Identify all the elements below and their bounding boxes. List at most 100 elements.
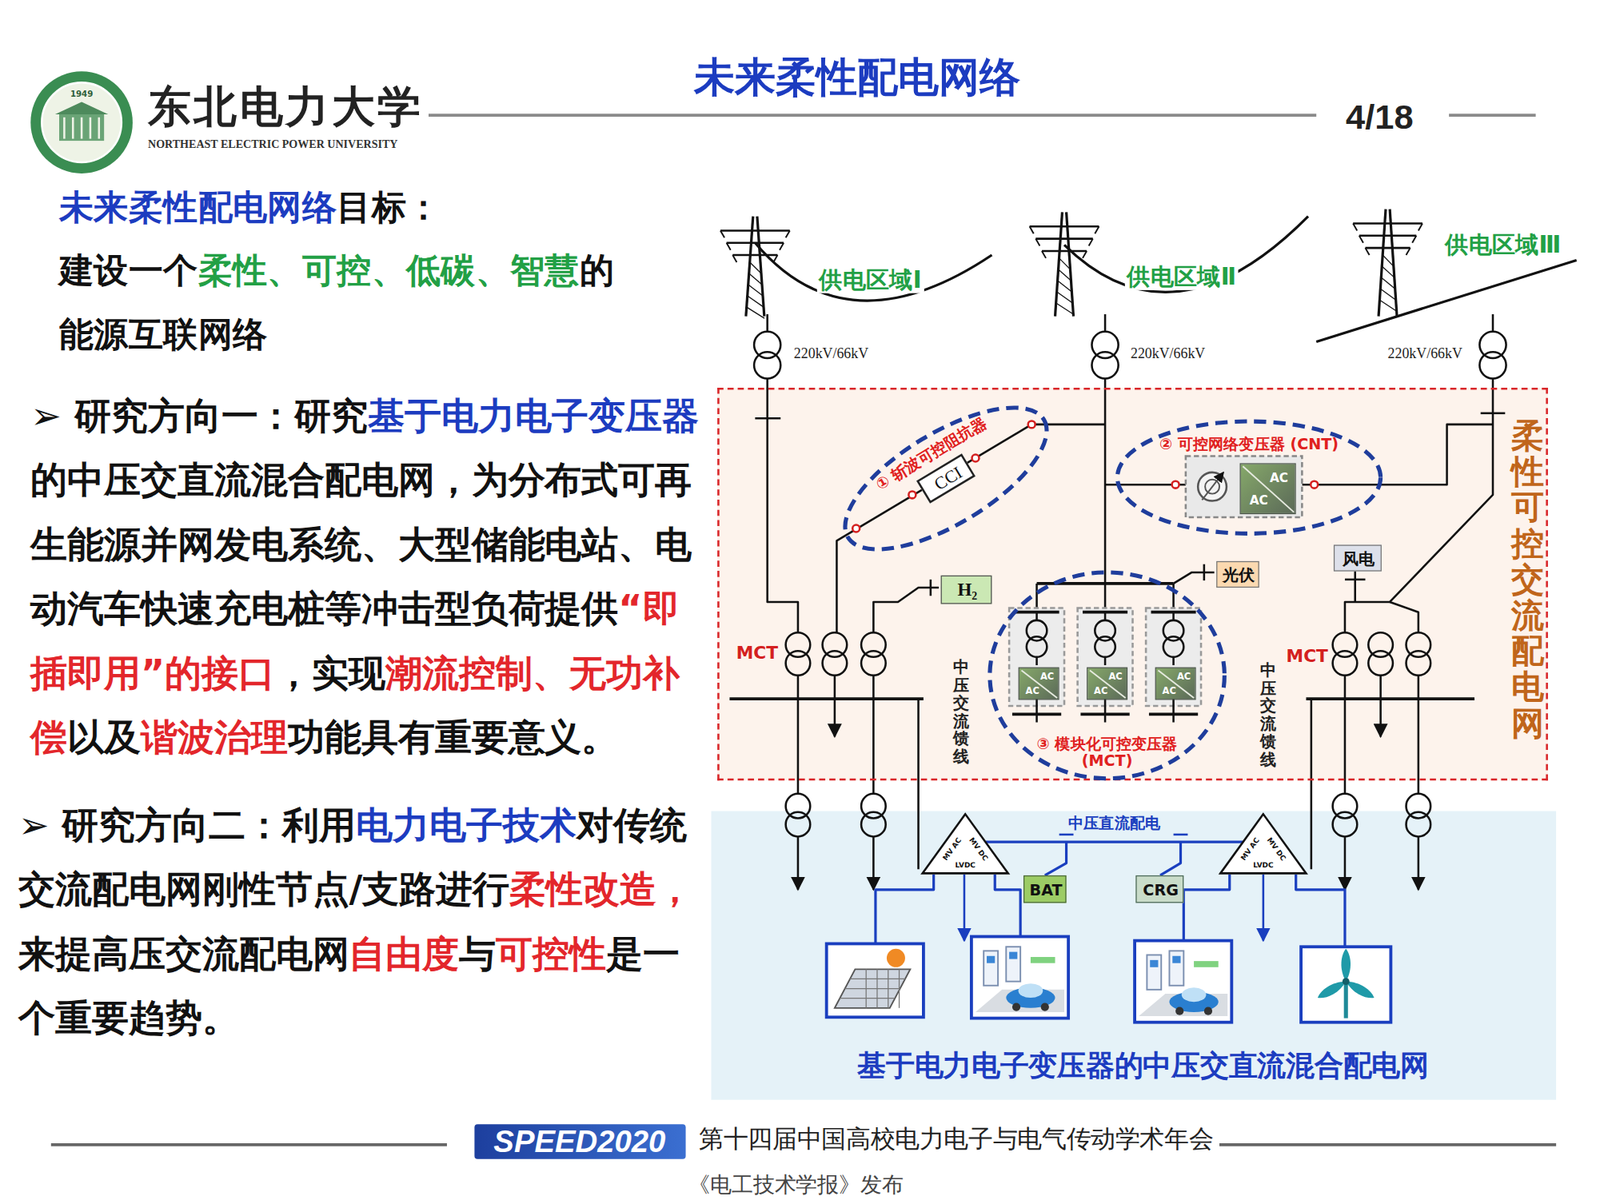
tower-arm [1352,222,1423,225]
tower-leg [1055,211,1063,316]
region-fill [710,811,1557,1101]
wire [1172,714,1175,723]
slide-title: 未来柔性配电网络 [694,54,1021,100]
logo-seal [41,82,122,163]
arrow-line [1344,836,1347,890]
shape-outline [1240,464,1297,516]
picture-frame [826,943,924,1018]
transformer-symbol [1094,636,1116,658]
insulator [1089,239,1094,247]
label: 供电区域Ⅰ [817,267,924,294]
text-paragraph: 未来柔性配电网络目标： [59,175,774,239]
dashed-ellipse: ② 可控网络变压器 (CNT)ACAC [1114,418,1385,537]
transformer-symbol [1406,650,1432,676]
breaker-tick [1344,578,1366,582]
converter-box: ACAC [1155,667,1197,701]
node-text: 风电 [1342,550,1376,568]
tower-arm [1035,237,1093,240]
wire [1104,714,1107,723]
busbar [1305,697,1475,701]
text-paragraph: ➢ 研究方向一：研究基于电力电子变压器的中压交直流混合配电网，为分布式可再生能源… [30,383,710,770]
storage-box: BAT [1023,875,1067,903]
label: 中压交流馈线 [1260,661,1277,770]
wire [1035,698,1038,715]
converter-diagonal [1021,670,1058,698]
source-box: H₂ [941,575,993,605]
node-text: BAT [1029,881,1063,899]
wire [1104,314,1107,332]
tower-lattice [750,262,762,274]
text-run: 与 [458,932,496,974]
wheel [1175,1007,1184,1016]
charging-screen [1149,960,1158,968]
logo-column [80,117,84,140]
wire [1172,612,1175,621]
tower-arm [1029,225,1100,228]
lv-wire [1296,874,1345,948]
insulator [1364,247,1369,256]
charging-screen [1172,956,1181,964]
node-text: AC [1108,672,1122,683]
wire [1035,657,1038,666]
label: 220kV/66kV [1130,346,1205,363]
node-text: AC [1269,471,1289,486]
tower-arm [732,254,778,257]
transformer-symbol [754,351,781,379]
text-run: 柔性改造， [509,868,694,910]
dashed-ellipse: ① 斩波可控阻抗器CCI [820,375,1073,581]
wire [1104,657,1107,666]
dc-wire [1160,842,1182,876]
wire [873,587,939,633]
lv-wire [875,874,934,945]
arrow-line [797,836,800,890]
label: 220kV/66kV [1388,346,1463,363]
insulator [1094,226,1099,234]
terminal-dot [1028,420,1036,428]
edge-label: 中压直流配电 [1066,815,1163,833]
label: NORTHEAST ELECTRIC POWER UNIVERSITY [147,137,398,150]
transformer-symbol [822,650,848,676]
transformer-symbol [1197,472,1227,502]
node-text: CCI [931,463,966,495]
arrow-line [1417,836,1421,890]
label: 中压交流馈线 [953,658,970,767]
label: 1949 [70,90,93,100]
breaker-tick [1059,833,1074,837]
charging-screen [986,956,995,964]
text-run: ➢ 研究方向一：研究 [30,395,368,437]
logo-column [71,117,75,140]
tower-arm [1364,247,1410,250]
arrow-line [1262,874,1265,942]
shape-outline [1087,668,1129,702]
converter-box: ACAC [1018,667,1060,701]
terminal-dot [1172,481,1180,489]
wire [767,378,799,633]
storage-box: CRG [1135,875,1184,903]
dashed-ellipse-outline [1117,421,1381,534]
tower-arm [1041,250,1087,253]
terminal-dot [972,454,980,463]
transformer-symbol [786,812,811,838]
wire [1173,572,1215,584]
text-run: 柔性、可控、低碳、智慧 [198,250,580,292]
logo-column [89,117,92,140]
dc-link [985,840,1243,843]
wire [1172,698,1175,715]
arrow-line [1379,675,1382,738]
insulator [1041,251,1046,259]
power-line [1064,216,1309,293]
wire [1035,714,1038,723]
dashed-ellipse-outline [824,380,1068,578]
dc-wire [1045,842,1067,876]
tower-lattice [1059,258,1071,270]
transformer-symbol [861,812,886,838]
picture-frame [971,937,1069,1019]
wire [1310,698,1313,870]
breaker-tick [1173,833,1189,837]
panel-grid [849,978,906,980]
node-text: AC [1162,686,1177,698]
text-run: 目标： [336,187,441,228]
logo-column [98,117,101,140]
text-run: ➢ 研究方向二：利用 [18,804,356,846]
node-text: 柔性可控交流配电网 [1511,418,1545,742]
